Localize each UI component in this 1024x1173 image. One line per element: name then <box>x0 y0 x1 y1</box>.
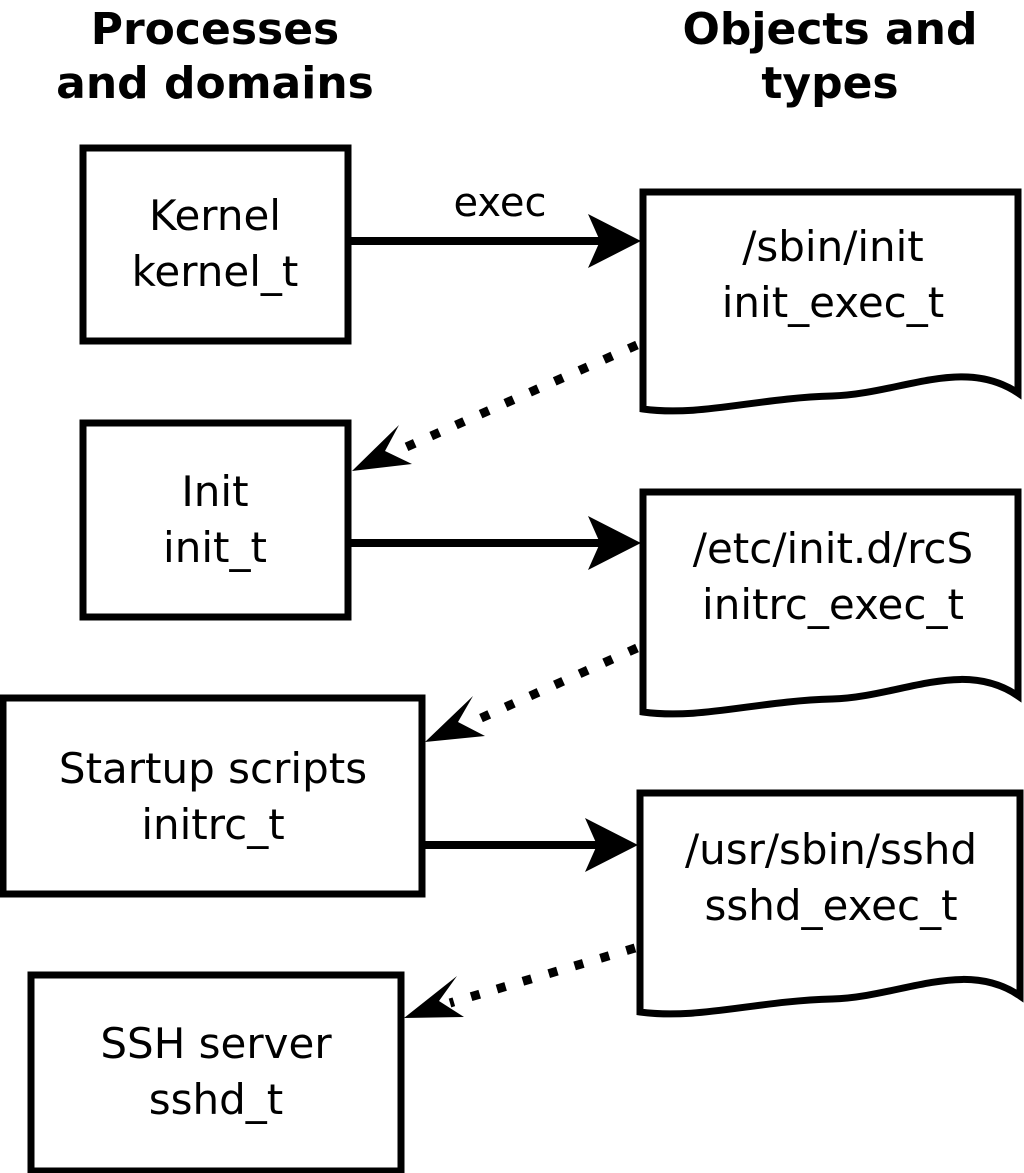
edge-line <box>468 643 639 728</box>
node-box[interactable] <box>79 144 352 345</box>
right-heading-line2: types <box>761 58 898 109</box>
node-path: /sbin/init <box>742 222 924 271</box>
right-heading-line1: Objects and <box>683 4 978 55</box>
node-label: Kernel <box>149 191 281 240</box>
process-node-kernel[interactable]: Kernel kernel_t <box>79 144 352 345</box>
edge-kernel-to-init-exec: exec <box>350 180 641 268</box>
object-node-initrc-exec[interactable]: /etc/init.d/rcS initrc_exec_t <box>639 488 1022 718</box>
edge-init-to-initrc-exec <box>348 516 641 570</box>
node-box[interactable] <box>0 694 426 898</box>
arrowhead-icon <box>585 818 638 872</box>
node-path: /etc/init.d/rcS <box>693 524 973 573</box>
edge-init-exec-to-init <box>352 340 639 471</box>
document-shape[interactable] <box>639 188 1022 415</box>
object-node-sshd-exec[interactable]: /usr/sbin/sshd sshd_exec_t <box>636 789 1024 1018</box>
node-type: sshd_t <box>149 1075 284 1124</box>
node-type: initrc_t <box>141 800 284 849</box>
edge-initrc-exec-to-initrc <box>425 643 639 742</box>
node-type: initrc_exec_t <box>702 580 964 629</box>
document-shape[interactable] <box>639 488 1022 718</box>
left-heading-line2: and domains <box>56 58 374 109</box>
node-label: SSH server <box>100 1019 332 1068</box>
edge-sshd-exec-to-sshd <box>404 943 637 1018</box>
left-heading-line1: Processes <box>91 4 340 55</box>
edge-line <box>448 943 637 1008</box>
process-node-sshd[interactable]: SSH server sshd_t <box>27 971 405 1173</box>
node-type: init_t <box>163 523 267 572</box>
node-label: Init <box>181 467 248 516</box>
node-label: Startup scripts <box>59 744 367 793</box>
edge-initrc-to-sshd-exec <box>424 818 638 872</box>
edge-label-exec: exec <box>454 180 547 226</box>
document-shape[interactable] <box>636 789 1024 1018</box>
arrowhead-icon <box>588 214 641 268</box>
object-node-init-exec[interactable]: /sbin/init init_exec_t <box>639 188 1022 415</box>
arrowhead-icon <box>404 976 464 1018</box>
node-type: init_exec_t <box>722 278 945 327</box>
process-node-initrc[interactable]: Startup scripts initrc_t <box>0 694 426 898</box>
node-box[interactable] <box>27 971 405 1173</box>
right-column-heading: Objects and types <box>683 4 978 109</box>
node-type: sshd_exec_t <box>704 881 957 930</box>
node-type: kernel_t <box>132 247 299 296</box>
arrowhead-icon <box>425 696 485 742</box>
arrowhead-icon <box>588 516 641 570</box>
left-column-heading: Processes and domains <box>56 4 374 109</box>
arrowhead-icon <box>352 425 412 471</box>
node-box[interactable] <box>79 419 352 621</box>
edge-line <box>393 340 639 457</box>
process-node-init[interactable]: Init init_t <box>79 419 352 621</box>
node-path: /usr/sbin/sshd <box>685 825 977 874</box>
